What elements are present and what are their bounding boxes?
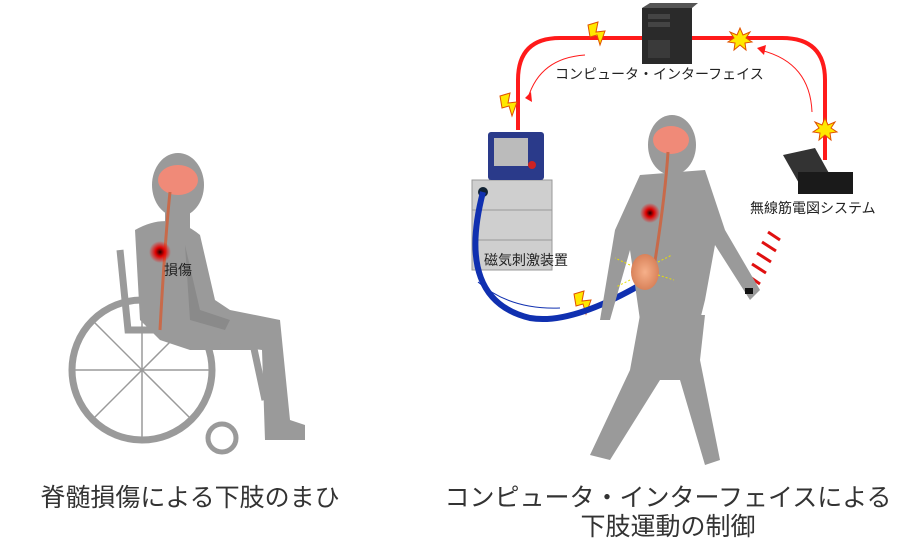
brain-icon (653, 126, 689, 154)
stimulation-coil-icon (631, 254, 659, 290)
arrow-icon (525, 92, 532, 102)
injury-marker (640, 203, 660, 223)
right-caption-line2: 下肢運動の制御 (580, 512, 756, 541)
right-caption-line1: コンピュータ・インターフェイスによる (444, 483, 892, 512)
injury-marker (149, 241, 171, 263)
stimulator-cable (472, 191, 642, 322)
arrow-icon (757, 45, 766, 55)
starburst-icon (726, 26, 754, 52)
left-caption: 脊髄損傷による下肢のまひ (40, 483, 340, 512)
emg-system-icon (783, 148, 853, 194)
computer-tower-icon (642, 3, 698, 64)
starburst-icon (811, 116, 839, 142)
brain-icon (158, 165, 198, 195)
emg-label: 無線筋電図システム (750, 201, 876, 217)
stimulator-label: 磁気刺激装置 (484, 253, 568, 269)
wireless-signal-icon (746, 230, 781, 286)
lightning-icon (499, 92, 518, 118)
injury-label: 損傷 (164, 263, 192, 279)
magnetic-stimulator-icon (471, 132, 553, 271)
lightning-icon (587, 21, 606, 47)
computer-interface-label: コンピュータ・インターフェイス (555, 67, 764, 83)
walking-person-silhouette (590, 115, 760, 465)
